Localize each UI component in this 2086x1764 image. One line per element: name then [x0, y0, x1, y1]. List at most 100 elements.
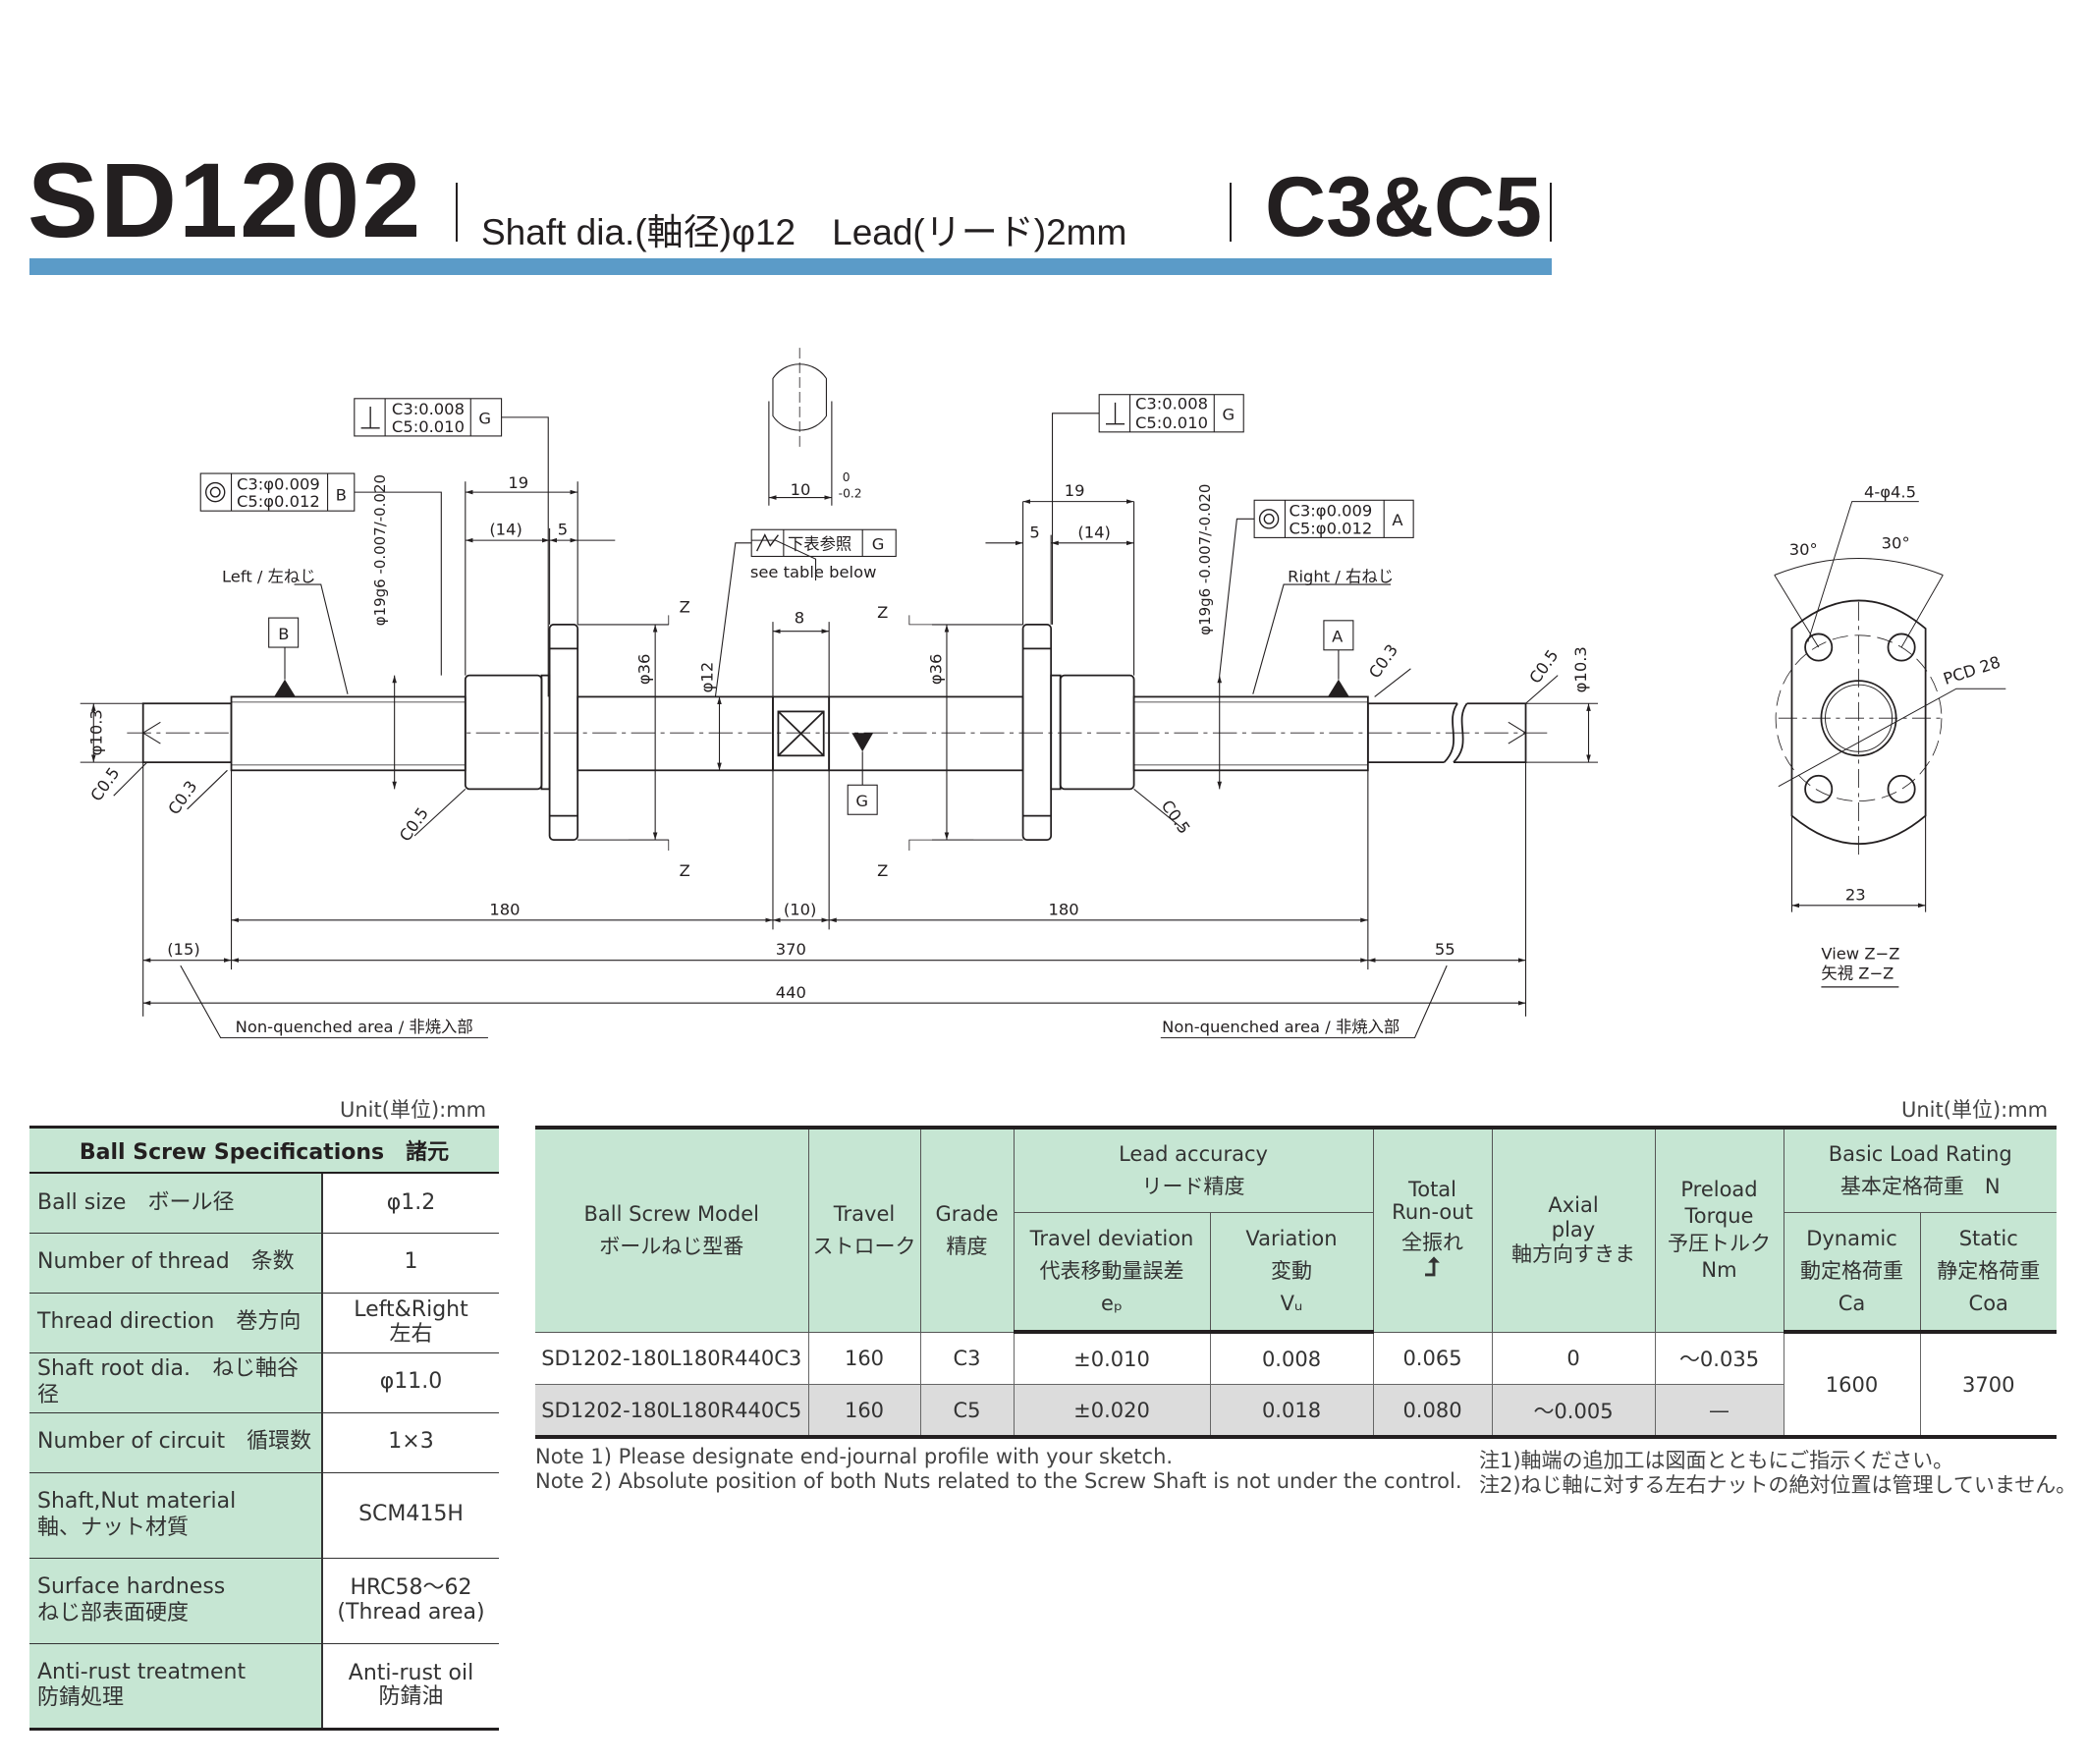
table-cell: 0 — [1491, 1331, 1656, 1385]
note-1-en: Note 1) Please designate end-journal pro… — [535, 1445, 1174, 1468]
header-text: Dynamic — [1806, 1227, 1897, 1251]
spec-label: Shaft,Nut material — [37, 1489, 237, 1515]
fit-left: φ19g6 -0.007/-0.020 — [371, 474, 389, 626]
table-cell: ±0.010 — [1013, 1331, 1211, 1385]
tol-perp-left-c3: C3:0.008 — [392, 400, 465, 418]
header-text: 静定格荷重 — [1937, 1258, 2041, 1283]
ref-box-text: 下表参照 — [788, 535, 851, 554]
spec-value-ja: 防錆油 — [378, 1684, 444, 1709]
concentricity-icon — [1258, 509, 1280, 529]
spec-value: 1 — [322, 1232, 499, 1293]
table-cell: — — [1654, 1384, 1784, 1438]
header-text: Ca — [1838, 1291, 1866, 1315]
table-cell: 0.080 — [1372, 1384, 1493, 1438]
spec-label: Ball size ボール径 — [29, 1172, 323, 1233]
tol-conc-left-datum: B — [336, 485, 347, 504]
tol-conc-left-c5: C5:φ0.012 — [237, 492, 320, 511]
dim-19-right: 19 — [1065, 481, 1085, 500]
header-text: ストローク — [812, 1234, 916, 1258]
pcd-label: PCD 28 — [1941, 652, 2003, 689]
ref-box-datum: G — [872, 535, 885, 554]
header-text: 予圧トルク — [1668, 1231, 1771, 1255]
header-text: Ball Screw Model — [583, 1202, 760, 1227]
section-z: Z — [877, 861, 888, 880]
dim-440: 440 — [776, 983, 806, 1002]
dimension-lines — [80, 348, 1599, 1039]
section-z: Z — [877, 603, 888, 622]
non-quenched-right: Non-quenched area / 非焼入部 — [1162, 1018, 1400, 1036]
spec-label: Shaft root dia. ねじ軸谷径 — [29, 1351, 323, 1412]
perpendicularity-icon — [360, 406, 380, 429]
dim-180-right: 180 — [1048, 900, 1078, 918]
concentricity-icon — [204, 481, 226, 503]
table-cell: SD1202-180L180R440C5 — [535, 1384, 809, 1438]
dim-8: 8 — [795, 609, 804, 628]
spec-value: 1×3 — [322, 1411, 499, 1472]
view-label-ja: 矢視 Z−Z — [1821, 965, 1894, 983]
dim-14-left: (14) — [489, 521, 522, 539]
header-text: Torque — [1684, 1204, 1754, 1229]
header-text: Axial — [1548, 1192, 1599, 1217]
spec-label-ja: 防錆処理 — [37, 1685, 125, 1710]
tol-perp-right-c3: C3:0.008 — [1135, 395, 1208, 413]
section-z: Z — [680, 598, 690, 617]
dim-10-center: (10) — [784, 900, 817, 918]
table-cell: ±0.020 — [1013, 1384, 1211, 1438]
spec-label: Number of thread 条数 — [29, 1232, 323, 1293]
table-cell: 0.008 — [1209, 1331, 1374, 1385]
table-cell: 0.018 — [1209, 1384, 1374, 1438]
table-cell: C3 — [919, 1331, 1015, 1385]
spec-label: Anti-rust treatment — [37, 1659, 247, 1684]
header-text: 代表移動量誤差 — [1039, 1258, 1184, 1283]
table-cell: SD1202-180L180R440C3 — [535, 1331, 809, 1385]
left-thread-label: Left / 左ねじ — [222, 567, 316, 585]
tol-conc-left-c3: C3:φ0.009 — [237, 474, 320, 493]
dim-14-right: (14) — [1077, 523, 1111, 541]
header-text: Total — [1407, 1177, 1457, 1201]
dim-55: 55 — [1435, 940, 1455, 959]
dia-10-3-left: φ10.3 — [86, 709, 105, 755]
main-unit-label: Unit(単位):mm — [1901, 1098, 2049, 1122]
note-1-ja: 注1)軸端の追加工は図面とともにご指示ください。 — [1479, 1449, 1954, 1472]
header-text: Run-out — [1392, 1199, 1473, 1224]
angle-left: 30° — [1789, 540, 1818, 559]
chamfer-label: C0.3 — [164, 777, 200, 818]
datum-g: G — [855, 792, 868, 810]
table-cell: 160 — [807, 1331, 921, 1385]
dim-370: 370 — [776, 940, 806, 959]
tol-perp-right-datum: G — [1222, 406, 1235, 424]
spec-value: Anti-rust oil — [348, 1660, 474, 1685]
spec-label: Thread direction 巻方向 — [29, 1292, 323, 1352]
header-text: Lead accuracy — [1119, 1142, 1268, 1167]
header-text: Preload — [1680, 1178, 1758, 1202]
dia-36-left: φ36 — [635, 654, 654, 686]
right-thread-label: Right / 右ねじ — [1288, 567, 1394, 585]
spec-value-ja: 左右 — [389, 1321, 433, 1347]
header-text: Nm — [1701, 1258, 1737, 1283]
spec-label-ja: 軸、ナット材質 — [37, 1515, 190, 1540]
tol-perp-right-c5: C5:0.010 — [1135, 413, 1208, 432]
tol-conc-right-c5: C5:φ0.012 — [1290, 519, 1373, 537]
header-text: eₚ — [1101, 1291, 1123, 1315]
table-cell: C5 — [919, 1384, 1015, 1438]
table-cell: 160 — [807, 1384, 921, 1438]
holes-label: 4-φ4.5 — [1864, 483, 1916, 502]
header-text: Variation — [1245, 1227, 1338, 1251]
spec-value: Left&Right — [354, 1297, 468, 1323]
tol-perp-left-c5: C5:0.010 — [392, 417, 465, 436]
runout-icon — [756, 533, 779, 552]
table-cell: 0.065 — [1372, 1331, 1493, 1385]
ref-box-caption: see table below — [750, 563, 877, 581]
